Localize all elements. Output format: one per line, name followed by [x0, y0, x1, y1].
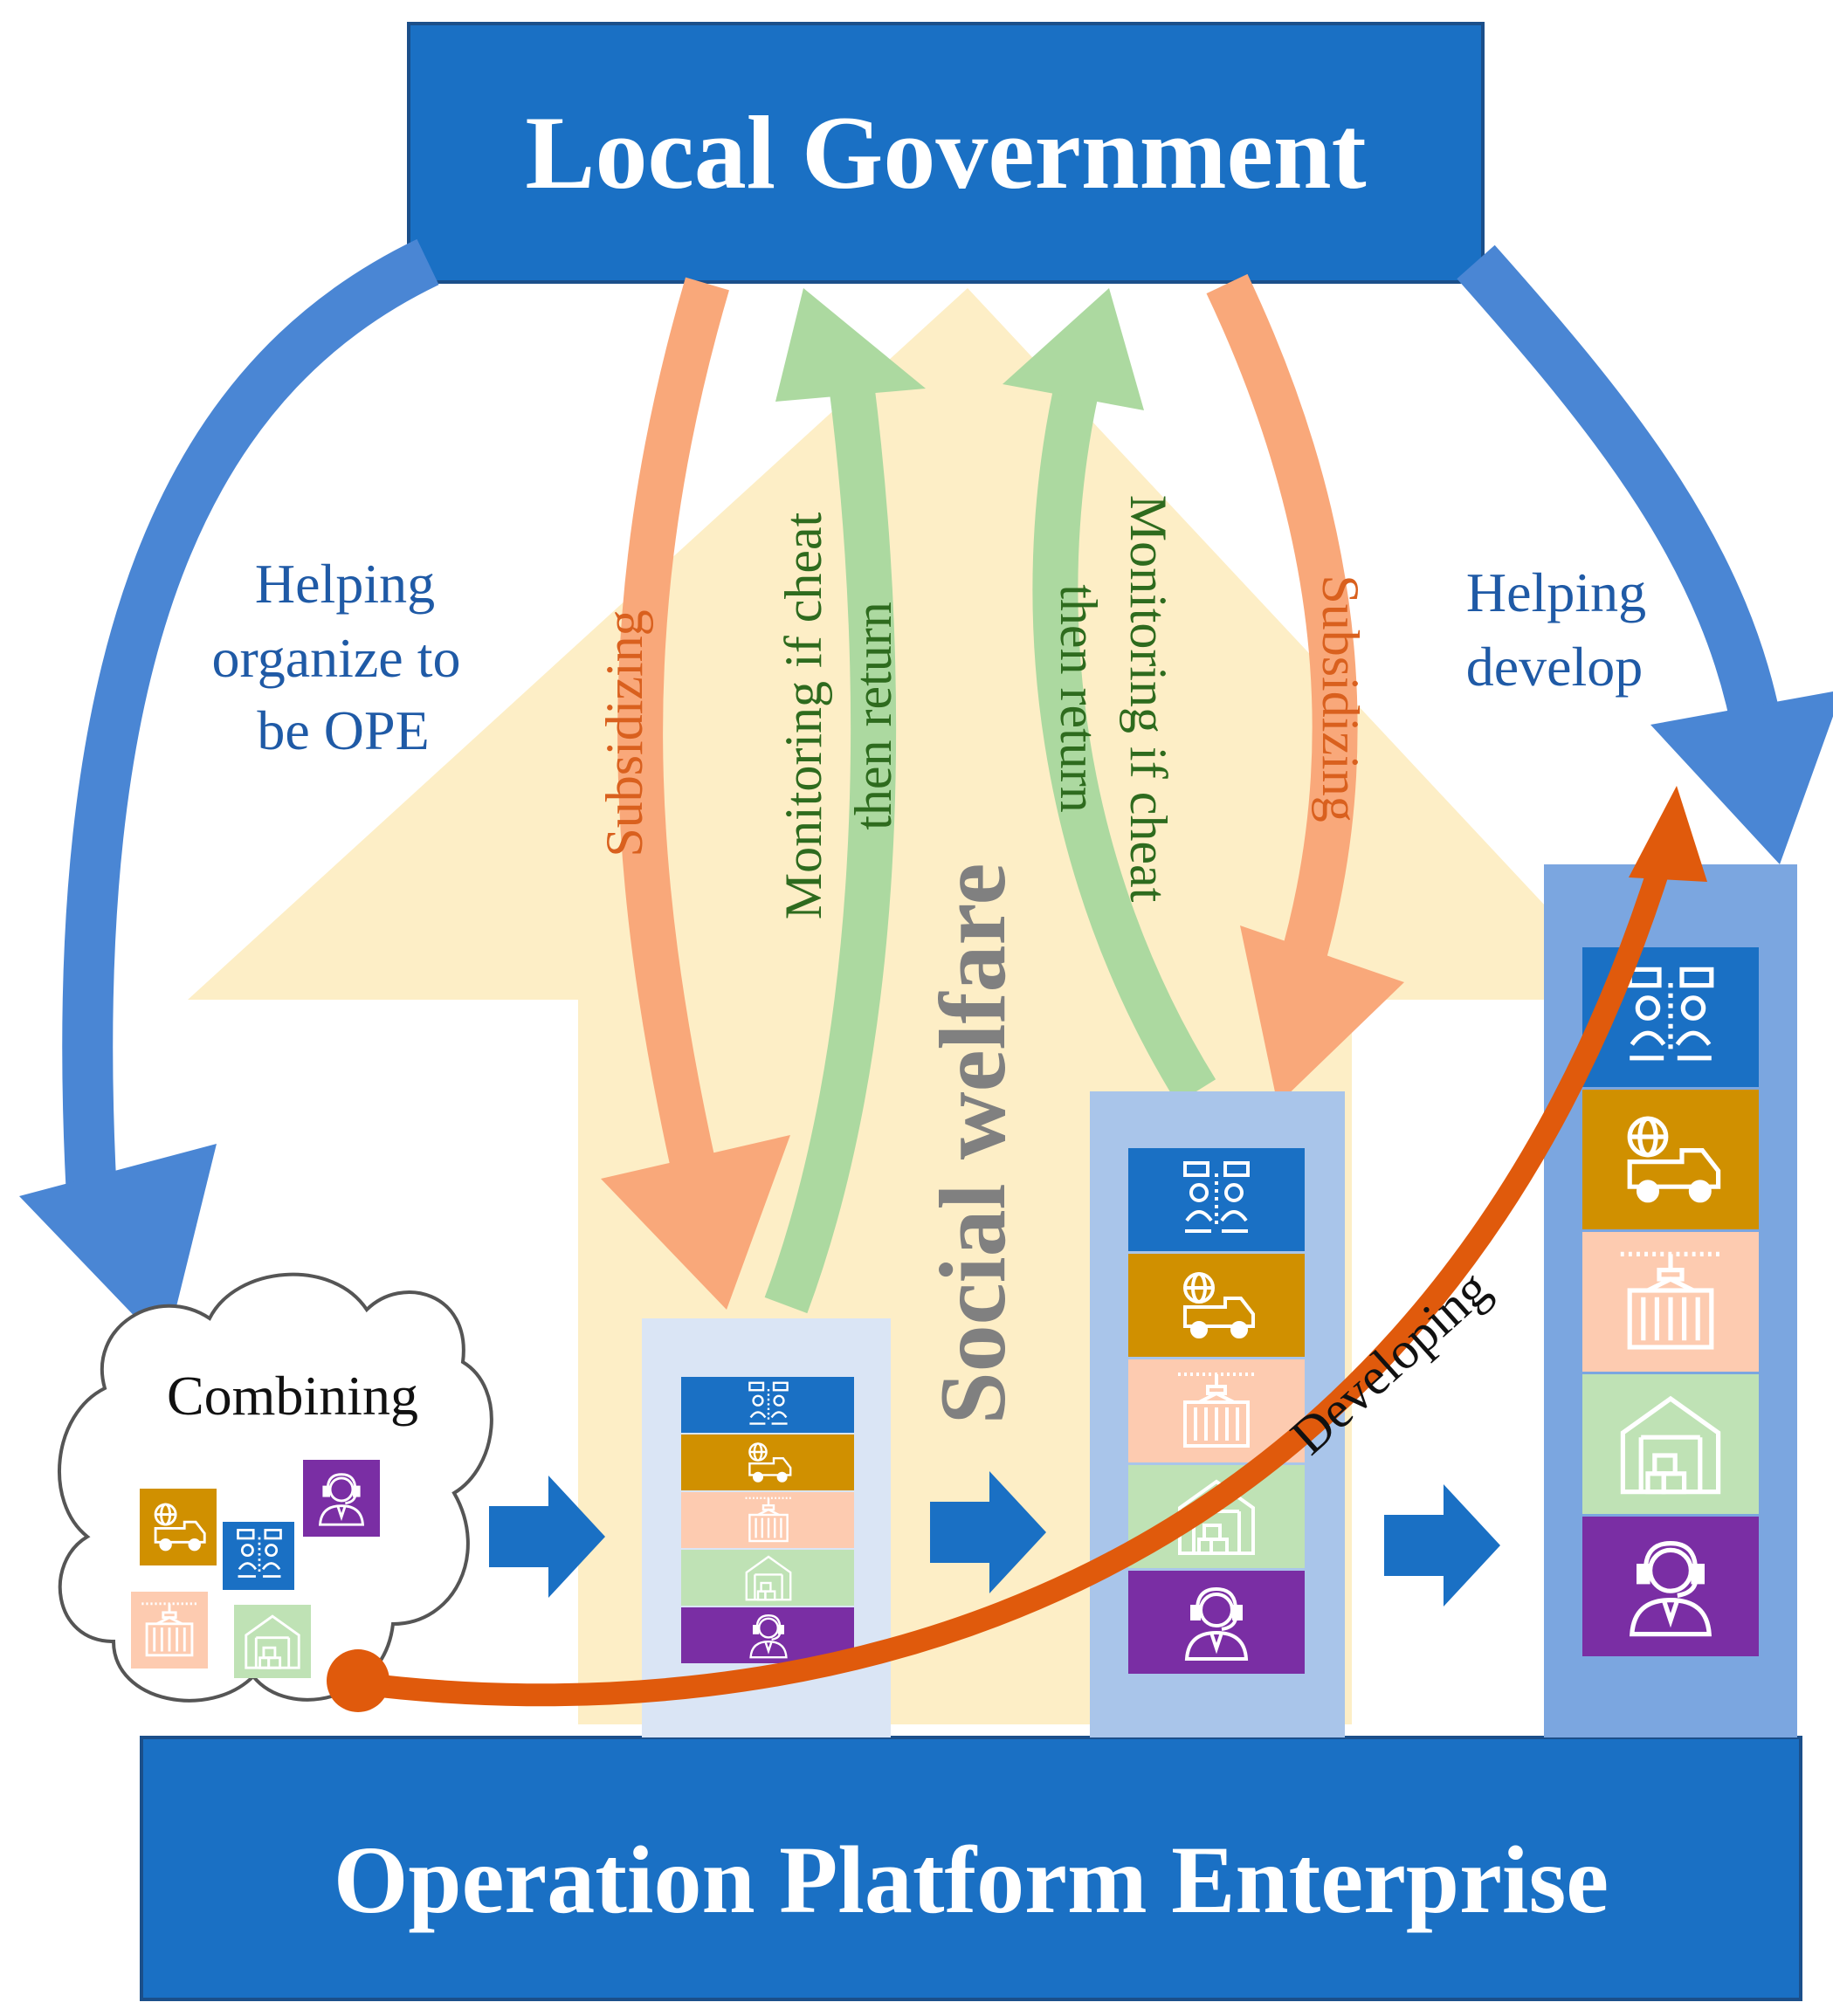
developing-arrowhead [1629, 786, 1707, 882]
subsidizing-left-label: Subsidizing [596, 609, 653, 857]
monitoring-left-label: Monitoring if cheat then return [775, 512, 902, 919]
helping-organize-label: Helping organize to be OPE [212, 553, 475, 761]
developing-arrow [356, 869, 1669, 1707]
svg-text:Monitoring if cheat: Monitoring if cheat [775, 512, 832, 919]
svg-text:then return: then return [1050, 584, 1107, 813]
monitoring-left-arrowhead [775, 288, 926, 402]
helping-develop-arrowhead [1650, 691, 1833, 864]
operation-platform-enterprise-title: Operation Platform Enterprise [334, 1827, 1609, 1933]
monitoring-right-arrowhead [1003, 288, 1144, 410]
monitoring-left-arrow [764, 381, 897, 1314]
developing-start-dot [327, 1649, 389, 1712]
subsidizing-right-arrow [1206, 273, 1358, 972]
subsidizing-left-arrow [617, 277, 729, 1175]
operation-platform-enterprise-box: Operation Platform Enterprise [140, 1736, 1802, 2001]
helping-organize-arrowhead [19, 1144, 217, 1349]
subsidizing-left-arrowhead [601, 1135, 790, 1310]
helping-develop-arrow [1457, 244, 1785, 747]
subsidizing-right-arrowhead [1240, 925, 1404, 1104]
progress-arrow-one [489, 1476, 605, 1598]
progress-arrow-two [930, 1471, 1046, 1593]
local-government-title: Local Government [525, 94, 1366, 210]
combining-cloud: Combining [57, 1272, 493, 1703]
stage-two-column [1090, 1091, 1345, 1737]
helping-develop-label: Helping develop [1466, 561, 1660, 698]
stage-three-column [1544, 864, 1797, 1737]
local-government-box: Local Government [407, 22, 1485, 284]
monitoring-right-label: Monitoring if cheat then return [1050, 495, 1177, 903]
social-welfare-label: Social welfare [921, 864, 1025, 1425]
svg-text:Monitoring if cheat: Monitoring if cheat [1120, 495, 1177, 903]
svg-text:then return: then return [844, 602, 902, 830]
progress-arrow-three [1384, 1484, 1500, 1607]
helping-organize-arrow [62, 238, 439, 1242]
subsidizing-right-label: Subsidizing [1312, 575, 1369, 822]
combining-label: Combining [167, 1365, 418, 1427]
monitoring-right-arrow [1032, 375, 1216, 1104]
